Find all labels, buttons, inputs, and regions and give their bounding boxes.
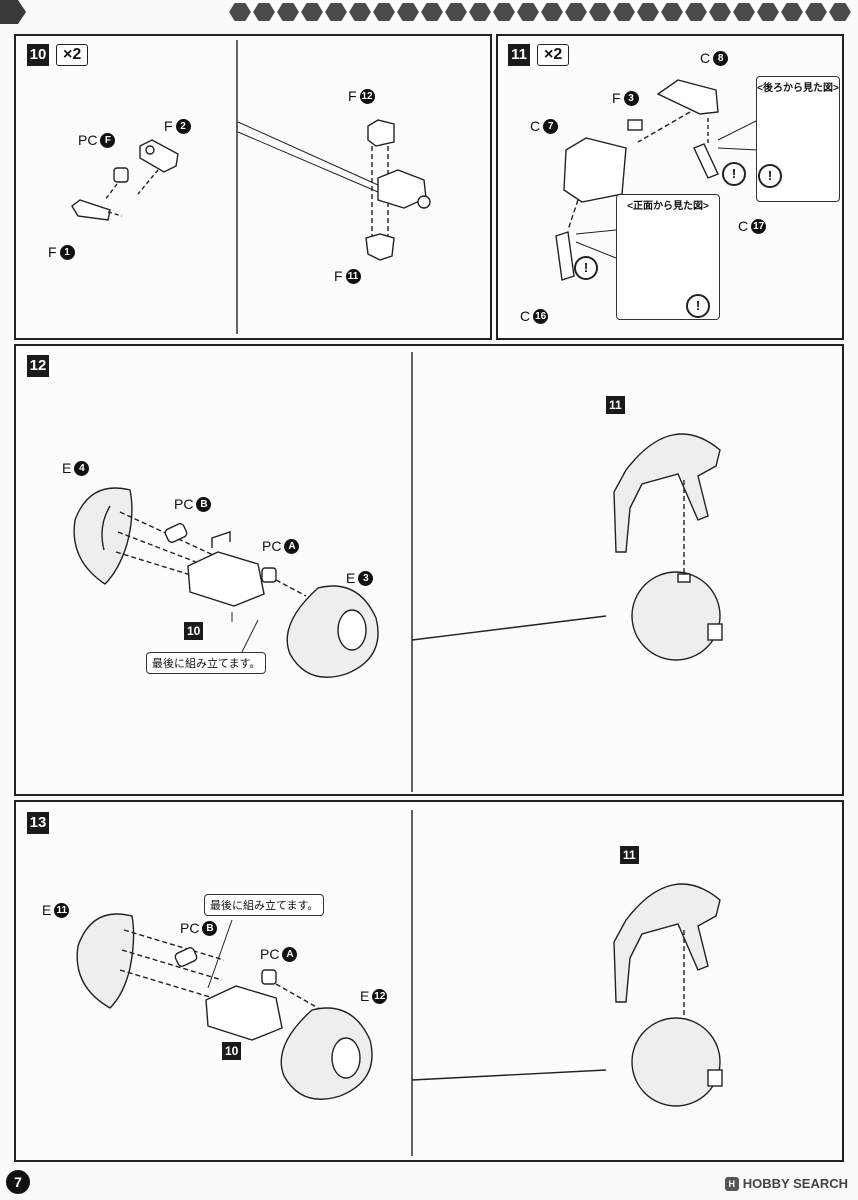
step-11-number: 11	[508, 44, 530, 66]
step-13-number: 13	[27, 812, 49, 834]
hexagon-header-band	[0, 0, 854, 24]
back-view-title: <後ろから見た図>	[757, 83, 839, 94]
warning-icon: !	[758, 164, 782, 188]
step-10-multiplier: ×2	[56, 44, 89, 66]
step-12-panel	[14, 344, 844, 796]
watermark: H HOBBY SEARCH	[724, 1176, 848, 1191]
step-10-number: 10	[27, 44, 49, 66]
step-11-multiplier: ×2	[537, 44, 570, 66]
assembly-label-11: 11	[606, 396, 625, 414]
step-13-panel	[14, 800, 844, 1162]
warning-icon: !	[686, 294, 710, 318]
hobby-search-logo-icon: H	[724, 1176, 739, 1191]
front-view-title: <正面から見た図>	[627, 201, 709, 212]
warning-icon: !	[574, 256, 598, 280]
header-hexagon	[826, 0, 854, 23]
step-10-panel	[14, 34, 492, 340]
watermark-text: HOBBY SEARCH	[742, 1176, 848, 1191]
page-number: 7	[6, 1170, 30, 1194]
step-12-number: 12	[27, 355, 49, 377]
assembly-label-10: 10	[222, 1042, 242, 1060]
warning-icon: !	[722, 162, 746, 186]
assembly-label-10: 10	[184, 622, 204, 640]
assemble-last-note: 最後に組み立てます。	[204, 894, 325, 916]
assemble-last-note: 最後に組み立てます。	[146, 652, 267, 674]
assembly-label-11: 11	[620, 846, 639, 864]
